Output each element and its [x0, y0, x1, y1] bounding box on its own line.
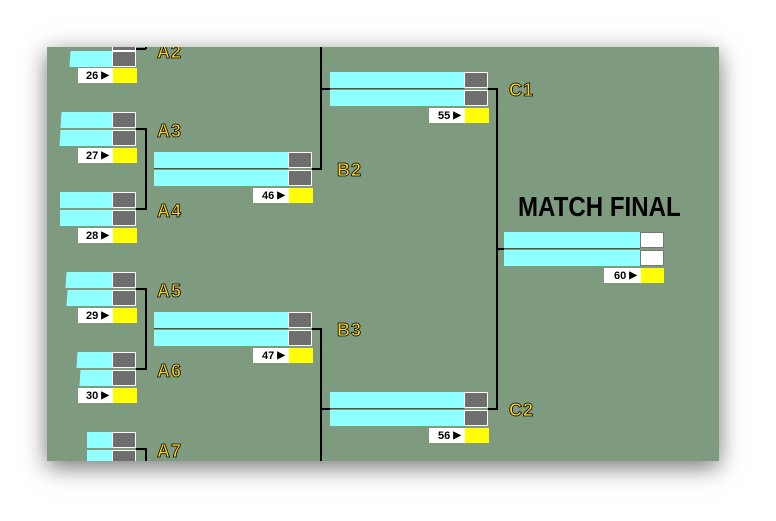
round-label-b2: B2 — [337, 160, 363, 180]
round-label-a6: A6 — [157, 361, 183, 381]
player-slot-b2-top[interactable] — [154, 152, 288, 168]
score-cell-a2-top[interactable] — [112, 47, 136, 51]
match-number-55: 55▶ — [429, 108, 465, 123]
connector — [312, 168, 322, 170]
player-slot-a7-bottom[interactable] — [87, 450, 112, 461]
match-number-29: 29▶ — [78, 308, 113, 323]
score-cell-b2-top[interactable] — [288, 152, 312, 168]
score-cell-a5-top[interactable] — [112, 272, 136, 288]
connector — [136, 208, 146, 210]
score-cell-b2-bottom[interactable] — [288, 170, 312, 186]
connector — [312, 328, 322, 330]
round-label-a2: A2 — [157, 47, 183, 62]
round-label-a7: A7 — [157, 441, 183, 461]
player-slot-b2-bottom[interactable] — [154, 170, 288, 186]
winner-cell-29[interactable] — [113, 308, 137, 323]
match-number-28: 28▶ — [78, 228, 113, 243]
match-number-30: 30▶ — [78, 388, 113, 403]
score-cell-a5-bottom[interactable] — [112, 290, 136, 306]
score-cell-a3-bottom[interactable] — [112, 130, 136, 146]
score-cell-final-bottom[interactable] — [640, 250, 664, 266]
winner-cell-30[interactable] — [113, 388, 137, 403]
bracket-sheet: 26▶ A2 27▶ A3 28▶ A4 29▶ A5 30▶ A6 A7 — [47, 47, 719, 461]
match-number-27: 27▶ — [78, 148, 113, 163]
score-cell-a4-bottom[interactable] — [112, 210, 136, 226]
score-cell-b3-top[interactable] — [288, 312, 312, 328]
player-slot-final-bottom[interactable] — [504, 250, 640, 266]
match-number-47: 47▶ — [253, 348, 289, 363]
player-slot-final-top[interactable] — [504, 232, 640, 248]
player-slot-a3-bottom[interactable] — [59, 130, 114, 146]
match-number-56: 56▶ — [429, 428, 465, 443]
score-cell-b3-bottom[interactable] — [288, 330, 312, 346]
round-label-c2: C2 — [509, 400, 535, 420]
connector — [496, 248, 504, 250]
slot-divider — [330, 88, 464, 89]
score-cell-a6-bottom[interactable] — [112, 370, 136, 386]
player-slot-c2-top[interactable] — [330, 392, 464, 408]
page-title: MATCH FINAL — [518, 191, 681, 222]
score-cell-a7-top[interactable] — [112, 432, 136, 448]
winner-cell-26[interactable] — [113, 68, 137, 83]
score-cell-a7-bottom[interactable] — [112, 450, 136, 461]
player-slot-c1-bottom[interactable] — [330, 90, 464, 106]
match-number-60: 60▶ — [604, 268, 641, 283]
player-slot-a7-top[interactable] — [87, 432, 112, 448]
slot-divider — [154, 168, 288, 169]
player-slot-a3-top[interactable] — [60, 112, 114, 128]
round-label-a5: A5 — [157, 281, 183, 301]
score-cell-a2-bottom[interactable] — [112, 51, 136, 67]
connector — [136, 368, 146, 370]
connector — [320, 328, 322, 461]
round-label-a4: A4 — [157, 201, 183, 221]
winner-cell-27[interactable] — [113, 148, 137, 163]
score-cell-a3-top[interactable] — [112, 112, 136, 128]
player-slot-a5-bottom[interactable] — [66, 290, 114, 306]
winner-cell-46[interactable] — [289, 188, 313, 203]
round-label-c1: C1 — [509, 80, 535, 100]
slot-divider — [330, 408, 464, 409]
connector — [320, 88, 330, 90]
connector — [145, 448, 147, 461]
connector — [145, 47, 147, 49]
connector — [136, 448, 146, 450]
player-slot-a6-bottom[interactable] — [79, 370, 114, 386]
connector — [145, 128, 147, 210]
round-label-a3: A3 — [157, 121, 183, 141]
player-slot-a2-bottom[interactable] — [69, 51, 115, 67]
score-cell-c1-bottom[interactable] — [464, 90, 488, 106]
score-cell-final-top[interactable] — [640, 232, 664, 248]
match-number-46: 46▶ — [253, 188, 289, 203]
player-slot-a6-top[interactable] — [76, 352, 114, 368]
score-cell-c2-top[interactable] — [464, 392, 488, 408]
winner-cell-55[interactable] — [465, 108, 489, 123]
score-cell-c1-top[interactable] — [464, 72, 488, 88]
winner-cell-56[interactable] — [465, 428, 489, 443]
player-slot-b3-bottom[interactable] — [154, 330, 288, 346]
connector — [136, 128, 146, 130]
connector — [320, 47, 322, 170]
score-cell-a4-top[interactable] — [112, 192, 136, 208]
winner-cell-47[interactable] — [289, 348, 313, 363]
match-number-26: 26▶ — [78, 68, 113, 83]
connector — [136, 288, 146, 290]
connector — [320, 408, 330, 410]
connector — [145, 288, 147, 370]
slot-divider — [154, 328, 288, 329]
winner-cell-60[interactable] — [641, 268, 664, 283]
player-slot-a4-top[interactable] — [60, 192, 112, 208]
score-cell-a6-top[interactable] — [112, 352, 136, 368]
score-cell-c2-bottom[interactable] — [464, 410, 488, 426]
player-slot-c1-top[interactable] — [330, 72, 464, 88]
connector — [488, 88, 498, 90]
player-slot-c2-bottom[interactable] — [330, 410, 464, 426]
connector — [488, 408, 498, 410]
player-slot-a4-bottom[interactable] — [60, 210, 112, 226]
round-label-b3: B3 — [337, 320, 363, 340]
player-slot-b3-top[interactable] — [154, 312, 288, 328]
player-slot-a5-top[interactable] — [65, 272, 114, 288]
connector — [136, 48, 146, 50]
slot-divider — [504, 248, 640, 249]
winner-cell-28[interactable] — [113, 228, 137, 243]
